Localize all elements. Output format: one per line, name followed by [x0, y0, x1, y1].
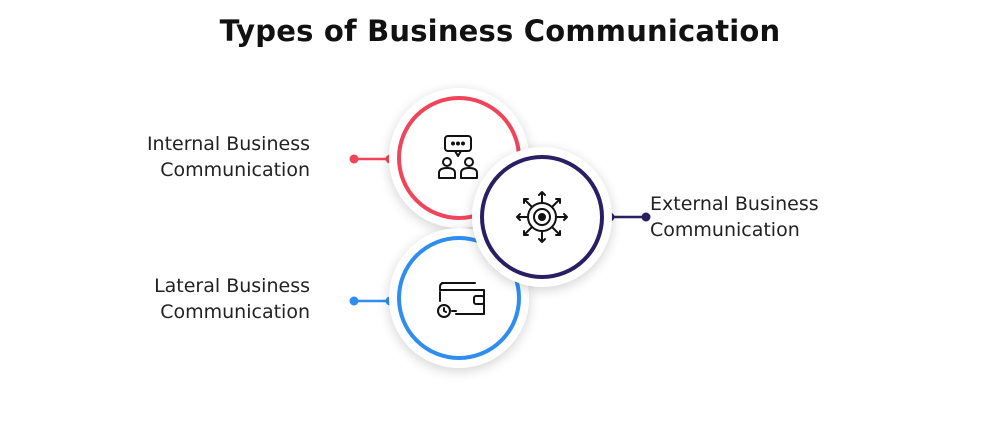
label-external-line1: External Business: [650, 193, 819, 215]
label-internal: Internal Business Communication: [90, 131, 310, 183]
label-internal-line1: Internal Business: [146, 133, 310, 155]
label-internal-line2: Communication: [160, 159, 310, 181]
label-lateral-line1: Lateral Business: [154, 275, 310, 297]
target-arrows-icon: [516, 191, 568, 243]
page-title: Types of Business Communication: [219, 14, 781, 48]
label-external: External Business Communication: [650, 191, 880, 243]
label-lateral-line2: Communication: [160, 301, 310, 323]
label-lateral: Lateral Business Communication: [90, 273, 310, 325]
meeting-chat-icon: [438, 135, 478, 179]
wallet-icon: [437, 282, 485, 318]
label-external-line2: Communication: [650, 219, 800, 241]
node-external: [472, 147, 612, 287]
